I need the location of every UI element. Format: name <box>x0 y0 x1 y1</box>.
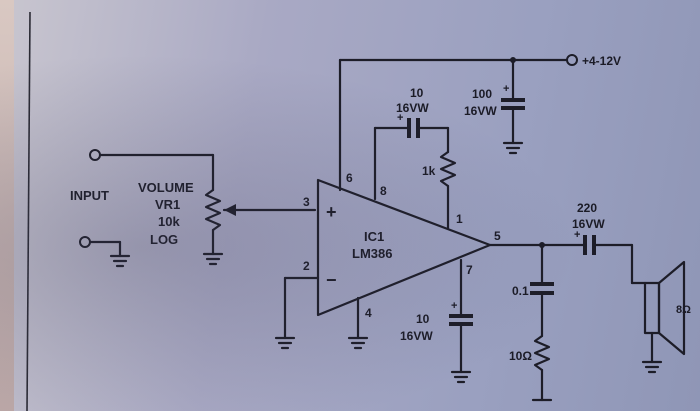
page-margin-line <box>26 11 31 411</box>
pin-7: 7 <box>466 263 473 277</box>
volume-label: VOLUME <box>138 180 194 195</box>
svg-text:+: + <box>574 229 580 241</box>
vr1-label: VR1 <box>155 197 180 212</box>
output-network: + <box>488 229 647 285</box>
svg-text:+: + <box>451 300 457 312</box>
gain-cap-rating: 16VW <box>396 101 429 115</box>
input-label: INPUT <box>70 188 109 203</box>
pin-3: 3 <box>303 195 310 209</box>
volume-potentiometer <box>202 188 317 266</box>
supply-cap-rating: 16VW <box>464 104 497 118</box>
vr1-taper: LOG <box>150 232 178 247</box>
gain-resistor-value: 1k <box>422 164 436 178</box>
output-cap-value: 220 <box>577 201 597 215</box>
wiper-arrow-icon <box>224 204 236 216</box>
speaker-impedance: 8Ω <box>676 304 691 316</box>
supply-cap-value: 100 <box>472 87 492 101</box>
bypass-capacitor: + <box>449 258 473 384</box>
svg-text:+: + <box>503 83 509 95</box>
vr1-value: 10k <box>158 214 180 229</box>
pin4-ground <box>347 296 369 350</box>
svg-text:+: + <box>397 112 403 124</box>
paper-edge <box>0 0 14 411</box>
pin-2: 2 <box>303 259 310 273</box>
plus-input-sign: + <box>326 202 337 222</box>
zobel-cap-value: 0.1 <box>512 284 529 298</box>
input-ground-terminal <box>79 236 131 268</box>
pin-5: 5 <box>494 229 501 243</box>
pin-4: 4 <box>365 306 372 320</box>
ic-name: IC1 <box>364 229 384 244</box>
output-cap-rating: 16VW <box>572 217 605 231</box>
input-terminal <box>89 149 215 192</box>
supply-rail <box>338 54 578 192</box>
pin-8: 8 <box>380 184 387 198</box>
gain-cap-value: 10 <box>410 86 424 100</box>
supply-capacitor: + <box>501 58 525 155</box>
pin-6: 6 <box>346 171 353 185</box>
minus-input-sign: − <box>326 270 337 290</box>
bypass-cap-value: 10 <box>416 312 430 326</box>
pin-1: 1 <box>456 212 463 226</box>
supply-voltage-label: +4-12V <box>582 54 621 68</box>
speaker-icon <box>641 260 686 374</box>
zobel-network <box>530 243 554 402</box>
ic-part: LM386 <box>352 246 392 261</box>
bypass-cap-rating: 16VW <box>400 329 433 343</box>
lm386-amplifier-triangle <box>316 178 492 317</box>
gain-network: + <box>373 112 457 230</box>
pin2-ground <box>274 276 320 350</box>
zobel-resistor-value: 10Ω <box>509 349 532 363</box>
